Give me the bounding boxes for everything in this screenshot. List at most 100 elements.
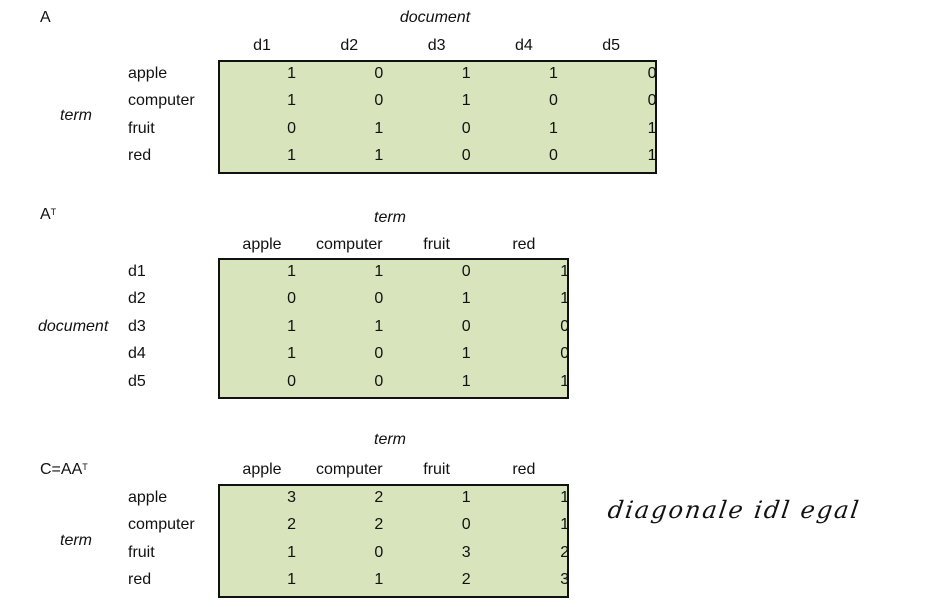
matrix-cell: 2 — [374, 516, 384, 534]
matrix-cell: 1 — [461, 290, 471, 308]
matrix-cell: 1 — [287, 317, 296, 335]
matrix-cell: 0 — [461, 317, 471, 335]
matrix-cell: 1 — [287, 65, 296, 82]
matrix-cell: 0 — [461, 119, 471, 137]
matrix-cell: 2 — [560, 543, 570, 561]
matrix-cell: 0 — [374, 65, 384, 82]
matrix-grid — [218, 60, 657, 174]
matrix-name: C=AA — [40, 461, 83, 478]
matrix-cell: 0 — [560, 317, 570, 335]
matrix-cell: 0 — [287, 290, 296, 308]
matrix-cell: 0 — [374, 290, 384, 308]
matrix-cell: 1 — [560, 290, 570, 308]
matrix-cell: 3 — [287, 489, 296, 506]
row-header: apple — [128, 65, 168, 82]
row-axis-label: term — [60, 107, 92, 124]
row-header: computer — [128, 92, 195, 110]
matrix-cell: 1 — [647, 147, 657, 165]
row-axis-label: document — [38, 318, 109, 335]
matrix-cell: 1 — [560, 263, 570, 280]
matrix-cell: 1 — [560, 489, 570, 506]
column-axis-label: document — [399, 9, 471, 26]
matrix-cell: 1 — [560, 372, 570, 390]
matrix-grid — [218, 258, 570, 399]
matrix-cell: 1 — [461, 345, 471, 363]
column-header: red — [512, 461, 536, 478]
matrix-cell: 1 — [548, 65, 558, 82]
column-header: d1 — [253, 37, 271, 54]
row-header: fruit — [128, 543, 155, 561]
matrix-cell: 3 — [560, 571, 570, 589]
matrix-cell: 0 — [374, 372, 384, 390]
row-header: d2 — [128, 290, 146, 308]
matrix-cell: 0 — [374, 543, 384, 561]
column-header: d3 — [427, 37, 446, 54]
row-header: red — [128, 571, 152, 589]
matrix-cell: 1 — [461, 92, 471, 110]
matrix-cell: 1 — [647, 119, 657, 137]
matrix-cell: 0 — [287, 119, 296, 137]
column-header: computer — [315, 461, 383, 478]
row-header: apple — [128, 489, 168, 506]
row-header: fruit — [128, 119, 155, 137]
matrix-cell: 1 — [287, 543, 296, 561]
transpose-superscript: T — [82, 462, 88, 472]
matrix-cell: 1 — [287, 92, 296, 110]
matrix-cell: 0 — [374, 345, 384, 363]
matrix-cell: 1 — [287, 571, 296, 589]
column-axis-label: term — [374, 431, 406, 448]
matrix-cell: 0 — [647, 92, 657, 110]
matrix-cell: 2 — [461, 571, 471, 589]
matrix-cell: 1 — [548, 119, 558, 137]
matrix-cell: 0 — [461, 516, 471, 534]
column-axis-label: term — [374, 209, 406, 226]
matrix-cell: 0 — [461, 263, 471, 280]
matrix-cell: 3 — [461, 543, 471, 561]
matrix-grid — [218, 484, 570, 598]
matrix-cell: 0 — [374, 92, 384, 110]
column-header: apple — [242, 236, 282, 253]
matrix-cell: 1 — [374, 147, 384, 165]
matrix-cell: 1 — [461, 65, 471, 82]
column-header: apple — [242, 461, 282, 478]
matrix-cell: 1 — [287, 147, 296, 165]
row-header: computer — [128, 516, 195, 534]
matrix-name: A — [40, 206, 51, 223]
handwritten-note: diagonale idl egal — [606, 496, 863, 524]
matrix-cell: 2 — [287, 516, 296, 534]
matrix-cell: 0 — [548, 147, 558, 165]
matrix-cell: 0 — [287, 372, 296, 390]
row-header: d5 — [128, 372, 146, 390]
matrix-cell: 1 — [374, 317, 384, 335]
matrix-cell: 0 — [647, 65, 657, 82]
row-header: d4 — [128, 345, 146, 363]
matrix-name: A — [40, 9, 51, 26]
column-header: red — [512, 236, 536, 253]
row-header: d1 — [128, 263, 146, 280]
matrix-cell: 0 — [560, 345, 570, 363]
matrix-cell: 1 — [374, 571, 384, 589]
matrix-title: AT — [40, 205, 56, 225]
column-header: computer — [315, 236, 383, 253]
matrix-title: C=AAT — [40, 460, 88, 480]
matrix-title: A — [40, 8, 51, 28]
matrix-cell: 1 — [287, 263, 296, 280]
matrix-cell: 2 — [374, 489, 384, 506]
matrix-cell: 1 — [461, 372, 471, 390]
matrix-cell: 0 — [461, 147, 471, 165]
column-header: d5 — [602, 37, 621, 54]
row-header: d3 — [128, 317, 146, 335]
column-header: d4 — [514, 37, 533, 54]
transpose-superscript: T — [50, 207, 57, 217]
matrix-cell: 1 — [461, 489, 471, 506]
row-header: red — [128, 147, 152, 165]
column-header: fruit — [423, 461, 450, 478]
column-header: fruit — [423, 236, 450, 253]
matrix-cell: 1 — [560, 516, 570, 534]
row-axis-label: term — [60, 532, 92, 549]
matrix-cell: 1 — [374, 263, 384, 280]
matrix-cell: 1 — [287, 345, 296, 363]
matrix-cell: 1 — [374, 119, 384, 137]
matrix-cell: 0 — [548, 92, 558, 110]
column-header: d2 — [340, 37, 359, 54]
